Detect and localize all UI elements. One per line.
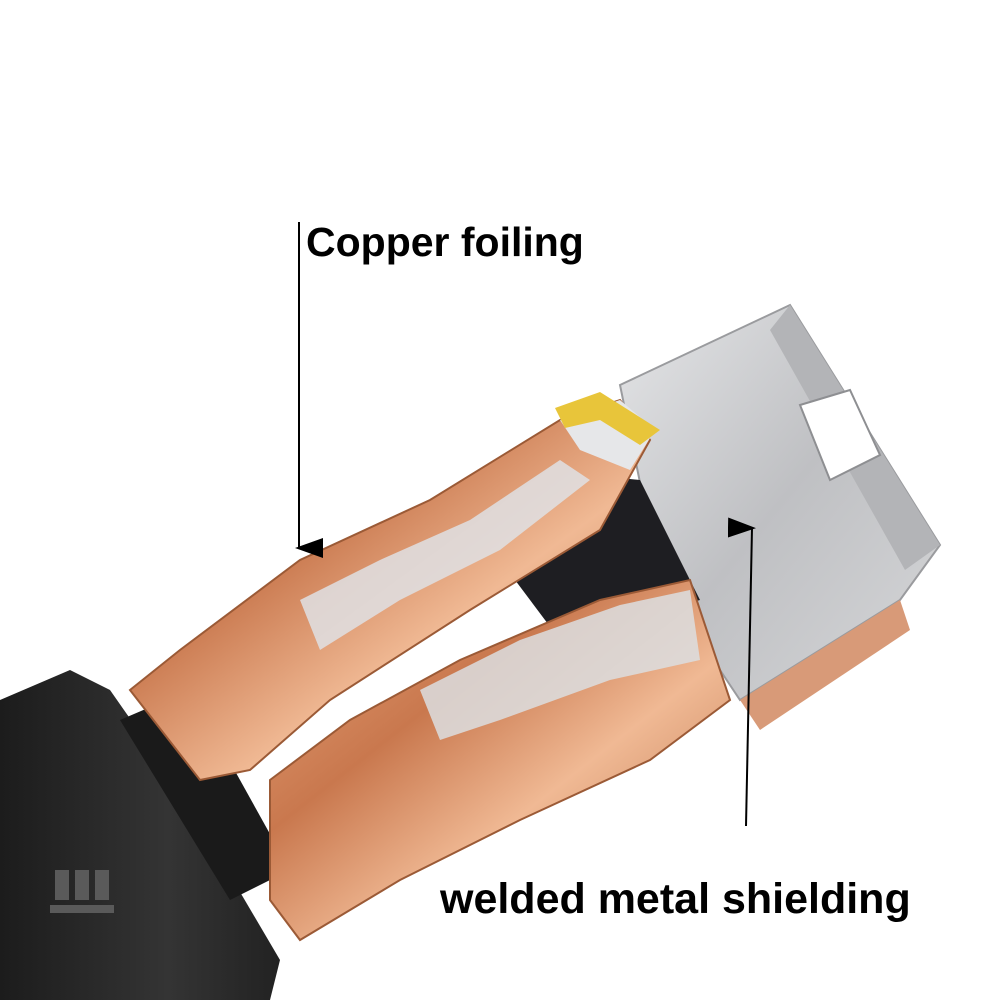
copper-foiling-label: Copper foiling bbox=[306, 219, 584, 265]
metal-shield-housing bbox=[618, 303, 942, 730]
lower-copper-foil bbox=[269, 578, 732, 942]
yellow-tape-edge bbox=[555, 392, 660, 445]
metal-shielding-arrow bbox=[727, 517, 756, 827]
metal-shielding-label: welded metal shielding bbox=[440, 875, 911, 923]
boot-logo-icon bbox=[50, 870, 114, 913]
cable-boot bbox=[0, 670, 290, 1000]
